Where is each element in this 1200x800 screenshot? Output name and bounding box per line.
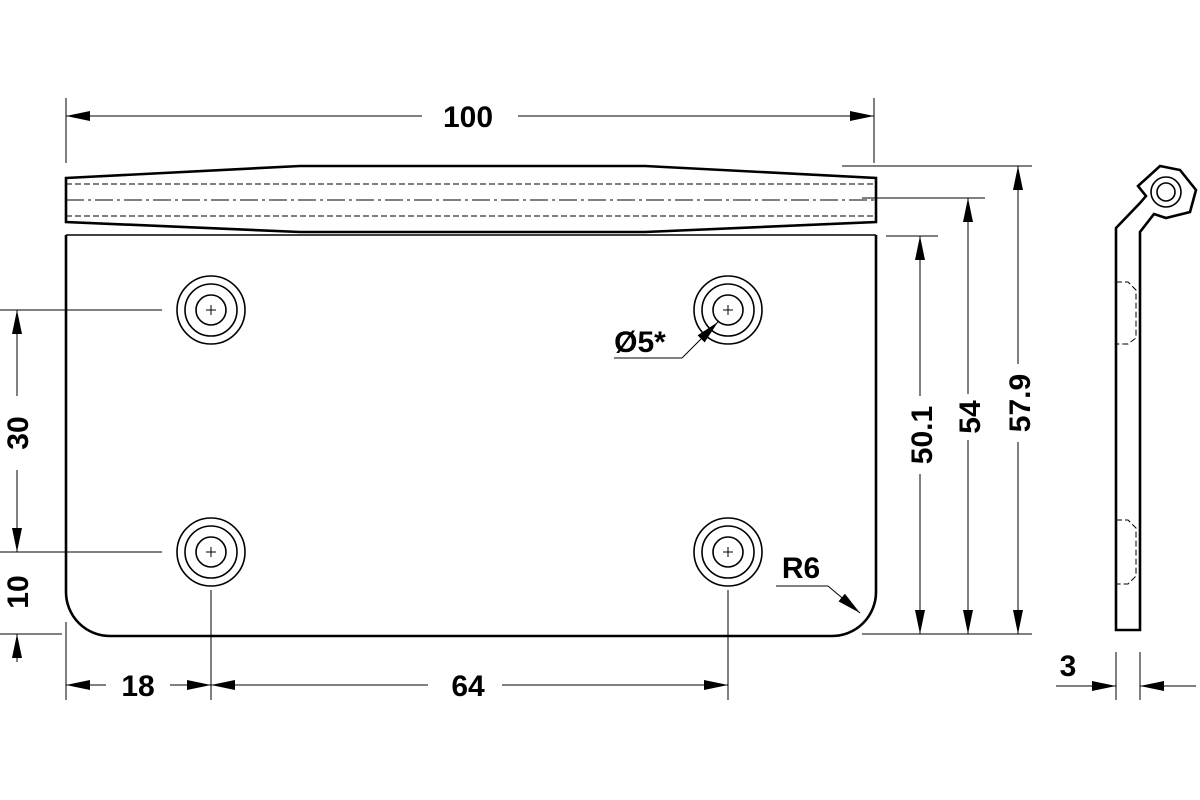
label-hole-diameter: Ø5* — [614, 326, 666, 359]
countersink-hidden-top — [1116, 281, 1137, 345]
countersink-hidden-bottom — [1116, 519, 1137, 585]
screw-hole-bottom-left — [176, 517, 246, 587]
plate-outline — [64, 235, 878, 638]
label-corner-radius: R6 — [782, 552, 820, 585]
side-view — [1114, 164, 1198, 632]
label-width-overall: 100 — [443, 101, 493, 134]
knuckle-pin-outer — [1150, 176, 1182, 208]
knuckle-outline — [64, 164, 878, 234]
dimension-right-vertical: 50.1 54 57.9 — [842, 165, 1037, 635]
side-profile-outline — [1114, 164, 1198, 632]
label-hole-spacing-x: 64 — [451, 670, 485, 703]
screw-hole-top-left — [176, 275, 246, 345]
dimension-thickness: 3 — [1056, 650, 1196, 700]
label-hole-spacing-y: 30 — [2, 416, 35, 449]
dimension-width-overall: 100 — [65, 98, 875, 163]
label-height-50-1: 50.1 — [906, 406, 939, 464]
callout-corner-radius: R6 — [776, 552, 861, 614]
label-hole-to-bottom: 10 — [2, 575, 35, 608]
callout-hole-diameter: Ø5* — [614, 321, 719, 359]
screw-hole-top-right — [693, 275, 763, 345]
label-height-57-9: 57.9 — [1004, 374, 1037, 432]
label-thickness: 3 — [1060, 650, 1077, 683]
label-edge-to-hole: 18 — [121, 670, 154, 703]
plate-front-view — [64, 164, 878, 638]
screw-hole-bottom-right — [693, 517, 763, 587]
label-height-54: 54 — [954, 400, 987, 434]
knuckle-pin-inner — [1156, 182, 1176, 202]
dimension-left-vertical: 30 10 — [0, 309, 162, 662]
dimension-bottom-horizontal: 18 64 — [65, 590, 729, 703]
